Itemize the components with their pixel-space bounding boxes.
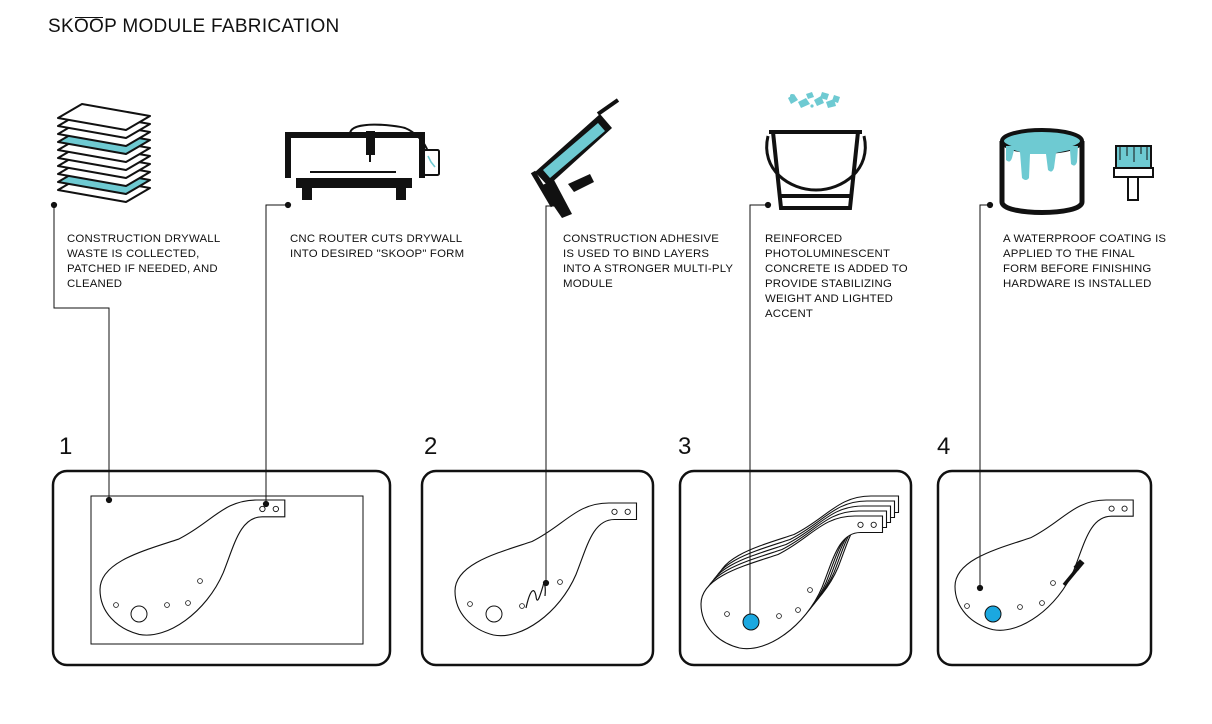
title-suffix: P MODULE FABRICATION <box>104 16 340 37</box>
caption-concrete: REINFORCED PHOTOLUMINESCENT CONCRETE IS … <box>765 233 908 320</box>
paint-can-icon <box>999 128 1085 215</box>
caption-cnc: CNC ROUTER CUTS DRYWALL INTO DESIRED "SK… <box>290 233 465 260</box>
panel-4 <box>936 469 1153 667</box>
step-number-3: 3 <box>678 433 692 460</box>
step-number-1: 1 <box>59 433 73 460</box>
paint-brush-icon <box>1113 145 1154 201</box>
panel-1 <box>51 469 392 667</box>
concrete-bucket-icon <box>765 92 867 210</box>
title-overlined: OO <box>73 16 105 37</box>
caption-coating: A WATERPROOF COATING IS APPLIED TO THE F… <box>1003 233 1167 290</box>
title-prefix: SK <box>48 16 74 37</box>
drywall-stack-icon <box>57 103 151 203</box>
panel-2 <box>420 469 655 667</box>
caption-adhesive: CONSTRUCTION ADHESIVE IS USED TO BIND LA… <box>563 233 733 290</box>
mini-brush-icon <box>1062 559 1085 587</box>
caulk-gun-icon <box>530 98 620 218</box>
panel-3 <box>678 469 913 667</box>
page-title: SKOOP MODULE FABRICATION <box>48 16 340 38</box>
leader-lines <box>50 201 994 614</box>
caption-collect: CONSTRUCTION DRYWALL WASTE IS COLLECTED,… <box>67 233 220 290</box>
cnc-router-icon <box>285 123 440 200</box>
step-number-4: 4 <box>937 433 951 460</box>
step-number-2: 2 <box>424 433 438 460</box>
